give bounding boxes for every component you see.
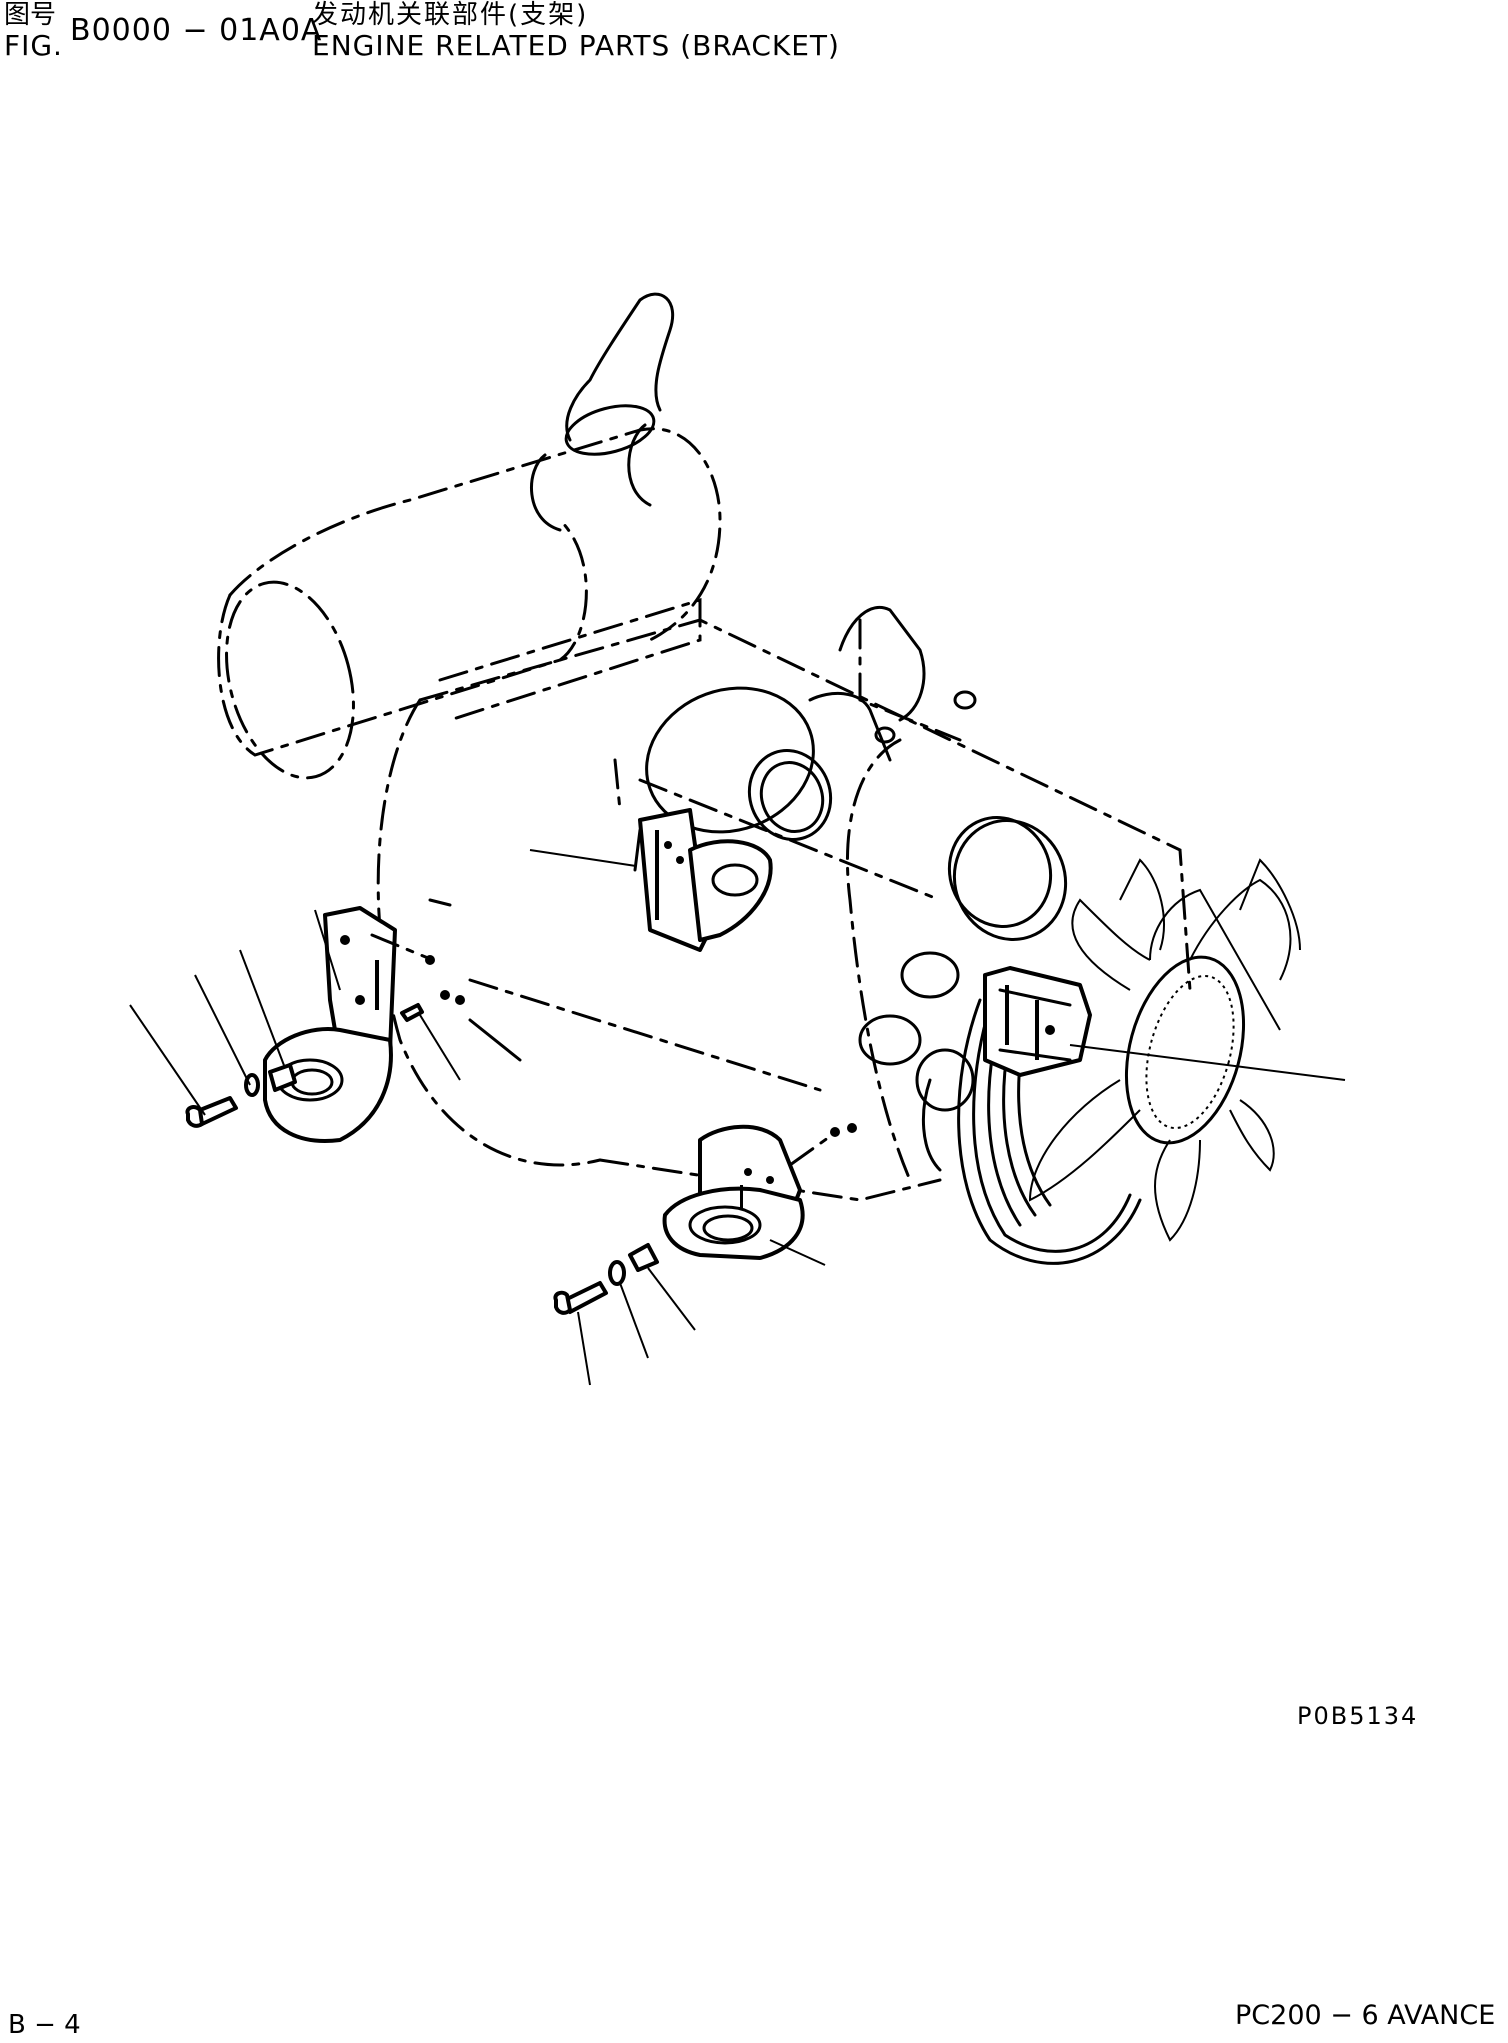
page-number: B − 4 — [8, 2010, 81, 2040]
rear-bracket — [529, 808, 773, 952]
fig-label-en: FIG. — [4, 29, 63, 62]
fig-label-cn: 图号 — [4, 0, 57, 30]
title-cn: 发动机关联部件(支架) — [312, 0, 589, 30]
engine-block-outline — [376, 618, 1192, 1202]
drawing-reference-code: P0B5134 — [1297, 1702, 1419, 1730]
figure-code: B0000 − 01A0A — [70, 13, 323, 48]
machine-model: PC200 − 6 AVANCE — [1235, 2000, 1496, 2031]
left-bracket-assembly — [129, 906, 465, 1143]
turbocharger — [613, 605, 977, 841]
title-en: ENGINE RELATED PARTS (BRACKET) — [312, 29, 840, 62]
air-cleaner-outline — [217, 292, 722, 780]
lower-bracket-assembly — [553, 1123, 857, 1386]
front-bracket — [983, 966, 1346, 1081]
